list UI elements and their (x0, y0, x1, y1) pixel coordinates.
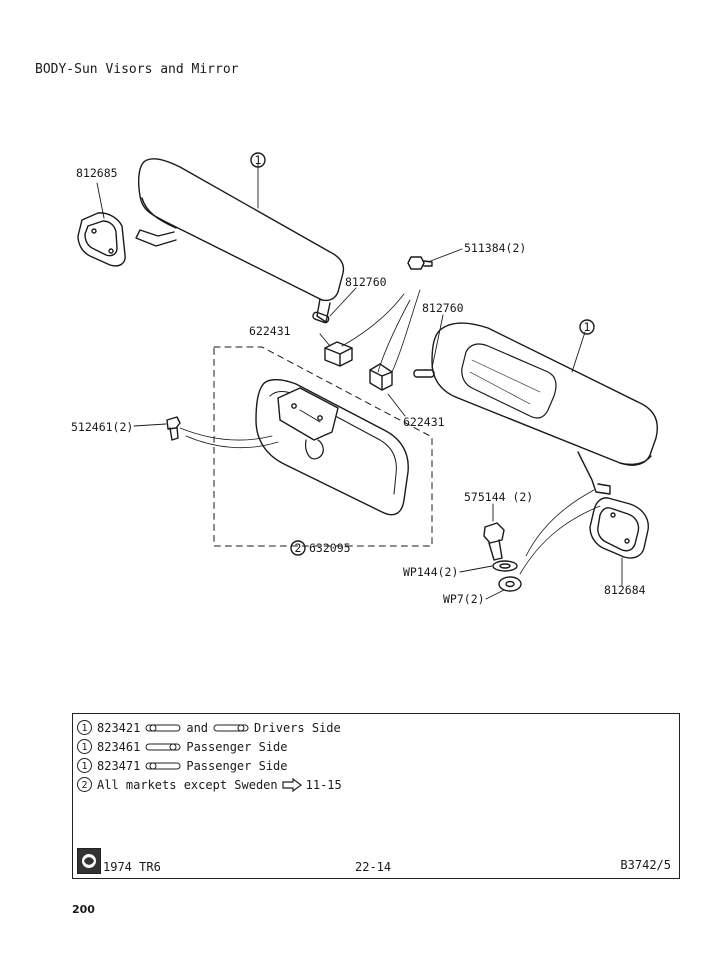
visor-bracket-left (77, 212, 126, 267)
leader-lines (96, 163, 623, 600)
visor-pin-left (312, 311, 330, 324)
legend-row-1: 1 823421 and Drivers Side (77, 720, 341, 735)
legend-part: 823471 (97, 758, 141, 773)
label-511384: 511384(2) (464, 241, 526, 255)
legend-circle: 2 (77, 777, 92, 792)
sun-visor-left (135, 158, 345, 323)
legend-row-2: 1 823461 Passenger Side (77, 739, 288, 754)
legend-box: 1 823421 and Drivers Side 1 823461 Passe… (72, 713, 680, 879)
visor-pin-right (413, 369, 435, 378)
legend-desc: Passenger Side (186, 739, 288, 754)
callout-circle-2 (290, 540, 306, 556)
callout-circle-1-top (250, 152, 266, 168)
callout-circle-1-right (579, 319, 595, 335)
visor-symbol-icon (145, 724, 181, 731)
legend-circle: 1 (77, 739, 92, 754)
bolt (483, 522, 505, 561)
legend-desc: Passenger Side (186, 758, 288, 773)
label-812685: 812685 (76, 166, 118, 180)
british-leyland-logo-icon (77, 848, 101, 874)
label-circle-1-right: 1 (584, 320, 591, 334)
clip-upper (324, 341, 353, 367)
label-wp7: WP7(2) (443, 592, 485, 606)
label-wp144: WP144(2) (403, 565, 458, 579)
label-622431-lower: 622431 (403, 415, 445, 429)
label-812760-left: 812760 (345, 275, 387, 289)
legend-part: 823461 (97, 739, 141, 754)
visor-symbol-icon (145, 743, 181, 750)
footer-code: B3742/5 (620, 858, 671, 872)
washer-small (498, 576, 522, 592)
footer-model: 1974 TR6 (103, 860, 161, 874)
sun-visor-right (431, 322, 659, 495)
page-title: BODY-Sun Visors and Mirror (35, 62, 239, 77)
legend-desc: Drivers Side (254, 720, 341, 735)
clip-lower (369, 363, 393, 391)
legend-part: 823421 (97, 720, 141, 735)
screw-top (407, 256, 433, 270)
legend-ref: 11-15 (305, 777, 342, 792)
label-632095: 632095 (309, 541, 351, 555)
guide-lines (179, 289, 601, 575)
legend-row-4: 2 All markets except Sweden 11-15 (77, 777, 342, 792)
legend-circle: 1 (77, 720, 92, 735)
legend-text: All markets except Sweden (97, 777, 278, 792)
legend-row-3: 1 823471 Passenger Side (77, 758, 288, 773)
callout-labels: 812685 1 511384(2) 812760 812760 1 62243… (71, 153, 646, 606)
legend-join: and (186, 720, 209, 735)
legend-circle: 1 (77, 758, 92, 773)
visor-bracket-right (589, 497, 649, 559)
label-512461: 512461(2) (71, 420, 133, 434)
page-number: 200 (72, 903, 95, 916)
visor-symbol-icon (145, 762, 181, 769)
arrow-right-icon (282, 777, 302, 792)
washer-large (492, 560, 518, 572)
label-circle-2: 2 (295, 541, 302, 555)
visor-symbol-icon (213, 724, 249, 731)
label-812760-right: 812760 (422, 301, 464, 315)
label-circle-1-top: 1 (255, 153, 262, 167)
rear-view-mirror (255, 379, 409, 516)
label-622431-upper: 622431 (249, 324, 291, 338)
screw-mirror (166, 416, 181, 441)
footer-page-ref: 22-14 (355, 860, 392, 874)
label-812684: 812684 (604, 583, 646, 597)
label-575144: 575144 (2) (464, 490, 533, 504)
